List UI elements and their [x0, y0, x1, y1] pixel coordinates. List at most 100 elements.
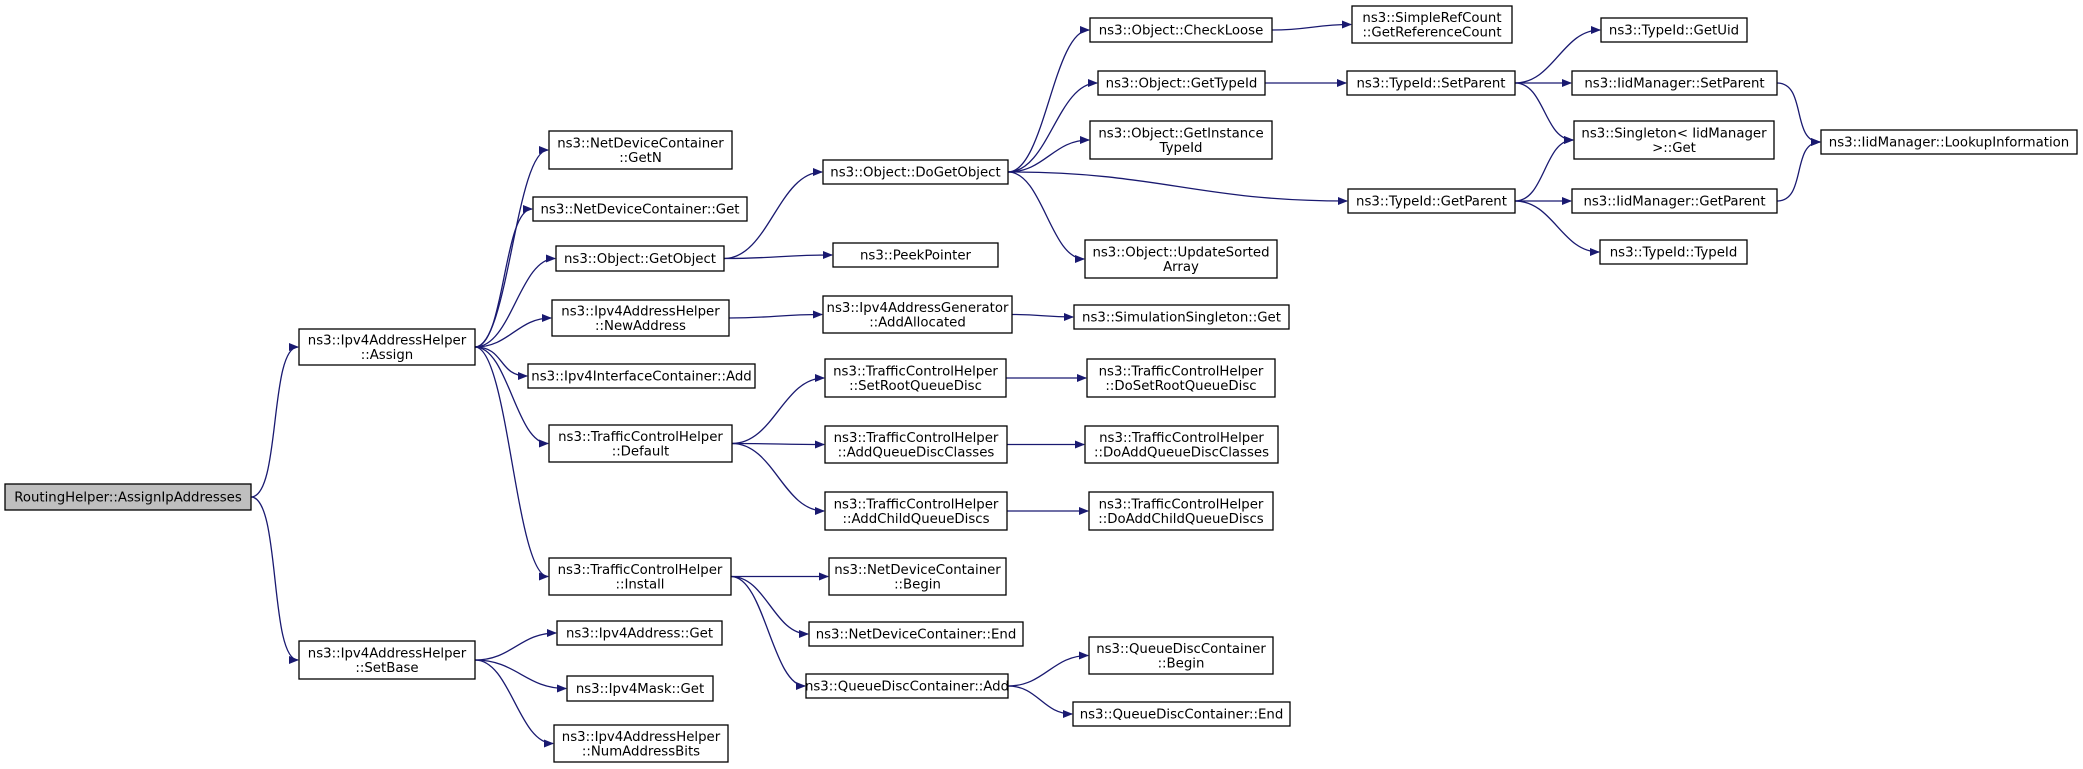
- edge-dogetobject-to-getinstancetypeid: [1007, 136, 1090, 173]
- edge-typeid_getparent-to-typeid_typeid: [1514, 200, 1600, 256]
- node-label-updatesorted-1: Array: [1163, 260, 1199, 275]
- node-label-typeid_typeid-0: ns3::TypeId::TypeId: [1610, 246, 1738, 261]
- node-ipv4mask_get[interactable]: ns3::Ipv4Mask::Get: [566, 675, 714, 702]
- node-label-singleton_get-1: >::Get: [1652, 141, 1696, 156]
- node-doaddchildqds[interactable]: ns3::TrafficControlHelper::DoAddChildQue…: [1088, 491, 1274, 531]
- node-dogetobject[interactable]: ns3::Object::DoGetObject: [822, 159, 1009, 185]
- node-setbase[interactable]: ns3::Ipv4AddressHelper::SetBase: [298, 640, 476, 680]
- edge-qdc_add-to-qdc_end: [1007, 685, 1073, 718]
- edge-root-to-assign: [250, 343, 299, 498]
- node-doaddqdclasses[interactable]: ns3::TrafficControlHelper::DoAddQueueDis…: [1084, 425, 1279, 464]
- node-label-addqdclasses-1: ::AddQueueDiscClasses: [838, 445, 995, 460]
- node-ndc_get[interactable]: ns3::NetDeviceContainer::Get: [532, 196, 748, 222]
- edge-dogetobject-to-updatesorted: [1007, 171, 1085, 263]
- node-getrefcount[interactable]: ns3::SimpleRefCount::GetReferenceCount: [1351, 5, 1513, 44]
- edge-assign-to-newaddress: [474, 314, 552, 348]
- edge-assign-to-obj_getobject: [474, 254, 556, 348]
- node-newaddress[interactable]: ns3::Ipv4AddressHelper::NewAddress: [551, 299, 730, 337]
- node-label-addqdclasses-0: ns3::TrafficControlHelper: [834, 431, 999, 446]
- node-numaddrbits[interactable]: ns3::Ipv4AddressHelper::NumAddressBits: [553, 724, 729, 763]
- node-box-getrefcount: [1351, 5, 1513, 44]
- node-ndc_begin[interactable]: ns3::NetDeviceContainer::Begin: [828, 557, 1007, 596]
- node-box-checkloose: [1089, 17, 1273, 43]
- node-box-ipv4addr_get: [556, 620, 723, 646]
- node-dosetrootqd[interactable]: ns3::TrafficControlHelper::DoSetRootQueu…: [1086, 358, 1276, 398]
- node-qdc_end[interactable]: ns3::QueueDiscContainer::End: [1072, 701, 1291, 727]
- node-box-tch_install: [548, 557, 732, 596]
- node-box-addqdclasses: [824, 425, 1008, 464]
- node-simsingleton_get[interactable]: ns3::SimulationSingleton::Get: [1073, 304, 1290, 330]
- node-box-gettypeid: [1097, 70, 1266, 96]
- node-ipv4addr_get[interactable]: ns3::Ipv4Address::Get: [556, 620, 723, 646]
- node-gettypeid[interactable]: ns3::Object::GetTypeId: [1097, 70, 1266, 96]
- node-box-addchildqds: [824, 491, 1008, 531]
- edge-obj_getobject-to-peekpointer: [723, 251, 833, 260]
- node-label-setbase-1: ::SetBase: [355, 661, 418, 676]
- node-box-tch_default: [548, 424, 733, 463]
- node-tch_default[interactable]: ns3::TrafficControlHelper::Default: [548, 424, 733, 463]
- node-label-simsingleton_get-0: ns3::SimulationSingleton::Get: [1082, 311, 1281, 326]
- node-qdc_add[interactable]: ns3::QueueDiscContainer::Add: [805, 673, 1009, 699]
- node-label-doaddqdclasses-0: ns3::TrafficControlHelper: [1099, 431, 1264, 446]
- node-label-assign-1: ::Assign: [361, 348, 413, 363]
- node-label-checkloose-0: ns3::Object::CheckLoose: [1099, 24, 1264, 39]
- node-assign[interactable]: ns3::Ipv4AddressHelper::Assign: [298, 328, 476, 366]
- node-setrootqd[interactable]: ns3::TrafficControlHelper::SetRootQueueD…: [824, 358, 1007, 398]
- node-label-doaddchildqds-1: ::DoAddChildQueueDiscs: [1098, 512, 1263, 527]
- node-typeid_getparent[interactable]: ns3::TypeId::GetParent: [1347, 188, 1516, 214]
- node-addqdclasses[interactable]: ns3::TrafficControlHelper::AddQueueDiscC…: [824, 425, 1008, 464]
- edge-obj_getobject-to-dogetobject: [723, 168, 823, 260]
- edge-assign-to-tch_install: [474, 346, 549, 581]
- node-label-dosetrootqd-1: ::DoSetRootQueueDisc: [1105, 379, 1256, 394]
- edge-typeid_getparent-to-singleton_get: [1514, 136, 1574, 202]
- node-label-typeid_getparent-0: ns3::TypeId::GetParent: [1356, 195, 1507, 210]
- node-label-setrootqd-1: ::SetRootQueueDisc: [849, 379, 982, 394]
- node-label-root-0: RoutingHelper::AssignIpAddresses: [14, 491, 242, 506]
- node-singleton_get[interactable]: ns3::Singleton< IidManager >::Get: [1573, 120, 1775, 160]
- node-label-doaddchildqds-0: ns3::TrafficControlHelper: [1099, 497, 1264, 512]
- node-label-addallocated-0: ns3::Ipv4AddressGenerator: [827, 301, 1009, 316]
- edge-dogetobject-to-gettypeid: [1007, 79, 1098, 173]
- node-typeid_typeid[interactable]: ns3::TypeId::TypeId: [1599, 239, 1748, 265]
- node-label-qdc_begin-0: ns3::QueueDiscContainer: [1096, 642, 1266, 657]
- node-root[interactable]: RoutingHelper::AssignIpAddresses: [4, 483, 252, 511]
- node-label-ndc_begin-1: ::Begin: [894, 577, 941, 592]
- node-box-setrootqd: [824, 358, 1007, 398]
- node-ifc_add[interactable]: ns3::Ipv4InterfaceContainer::Add: [527, 363, 756, 389]
- node-label-addallocated-1: ::AddAllocated: [869, 315, 966, 330]
- node-label-addchildqds-1: ::AddChildQueueDiscs: [842, 512, 989, 527]
- node-addallocated[interactable]: ns3::Ipv4AddressGenerator::AddAllocated: [822, 295, 1013, 334]
- node-obj_getobject[interactable]: ns3::Object::GetObject: [555, 245, 725, 272]
- node-ndc_getn[interactable]: ns3::NetDeviceContainer::GetN: [548, 130, 733, 170]
- node-ndc_end[interactable]: ns3::NetDeviceContainer::End: [808, 621, 1024, 647]
- edge-iid_setparent-to-iid_lookupinfo: [1776, 82, 1821, 146]
- node-label-ndc_getn-0: ns3::NetDeviceContainer: [557, 136, 724, 151]
- edge-tch_install-to-ndc_end: [730, 575, 809, 638]
- node-label-iid_setparent-0: ns3::IidManager::SetParent: [1584, 77, 1764, 92]
- node-box-qdc_add: [805, 673, 1009, 699]
- node-label-newaddress-1: ::NewAddress: [595, 319, 686, 334]
- node-qdc_begin[interactable]: ns3::QueueDiscContainer::Begin: [1088, 636, 1274, 675]
- node-typeid_setparent[interactable]: ns3::TypeId::SetParent: [1346, 70, 1516, 96]
- edge-root-to-setbase: [250, 496, 299, 664]
- node-box-setbase: [298, 640, 476, 680]
- node-tch_install[interactable]: ns3::TrafficControlHelper::Install: [548, 557, 732, 596]
- nodes-layer: RoutingHelper::AssignIpAddressesns3::Ipv…: [4, 5, 2078, 763]
- node-box-addallocated: [822, 295, 1013, 334]
- node-addchildqds[interactable]: ns3::TrafficControlHelper::AddChildQueue…: [824, 491, 1008, 531]
- edge-setbase-to-ipv4addr_get: [474, 629, 557, 661]
- node-peekpointer[interactable]: ns3::PeekPointer: [832, 242, 999, 268]
- edge-dogetobject-to-checkloose: [1007, 26, 1090, 173]
- node-label-doaddqdclasses-1: ::DoAddQueueDiscClasses: [1094, 445, 1269, 460]
- node-box-doaddqdclasses: [1084, 425, 1279, 464]
- node-iid_lookupinfo[interactable]: ns3::IidManager::LookupInformation: [1820, 129, 2078, 155]
- node-iid_getparent[interactable]: ns3::IidManager::GetParent: [1571, 188, 1778, 214]
- node-checkloose[interactable]: ns3::Object::CheckLoose: [1089, 17, 1273, 43]
- node-typeid_getuid[interactable]: ns3::TypeId::GetUid: [1600, 17, 1748, 43]
- node-box-qdc_end: [1072, 701, 1291, 727]
- node-label-typeid_setparent-0: ns3::TypeId::SetParent: [1356, 77, 1505, 92]
- node-iid_setparent[interactable]: ns3::IidManager::SetParent: [1571, 70, 1778, 96]
- node-box-simsingleton_get: [1073, 304, 1290, 330]
